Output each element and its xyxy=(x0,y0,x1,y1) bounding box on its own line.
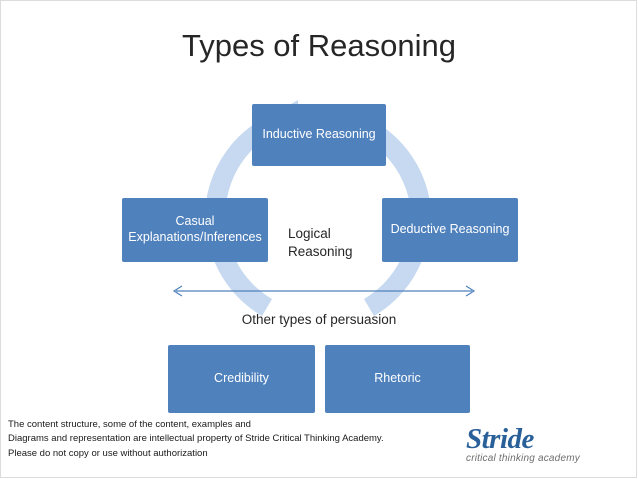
double-headed-arrow xyxy=(172,285,476,297)
copyright-footnote: The content structure, some of the conte… xyxy=(8,418,384,461)
stride-logo: Stride critical thinking academy xyxy=(466,424,628,466)
logo-tagline: critical thinking academy xyxy=(466,453,580,464)
node-credibility[interactable]: Credibility xyxy=(168,345,315,413)
footnote-line-3: Please do not copy or use without author… xyxy=(8,447,208,459)
center-label-logical-reasoning: Logical Reasoning xyxy=(288,226,353,260)
footnote-line-1: The content structure, some of the conte… xyxy=(8,419,251,430)
node-inductive-reasoning[interactable]: Inductive Reasoning xyxy=(252,104,386,166)
page-title: Types of Reasoning xyxy=(181,28,456,63)
node-deductive-reasoning[interactable]: Deductive Reasoning xyxy=(382,198,518,262)
node-casual-label: Casual Explanations/Inferences xyxy=(128,214,262,244)
other-types-label: Other types of persuasion xyxy=(241,312,397,327)
node-rhetoric[interactable]: Rhetoric xyxy=(325,345,470,413)
node-casual-explanations-inferences[interactable]: Casual Explanations/Inferences xyxy=(122,198,268,262)
node-credibility-label: Credibility xyxy=(214,371,269,386)
node-deductive-label: Deductive Reasoning xyxy=(390,222,510,237)
node-rhetoric-label: Rhetoric xyxy=(374,371,421,386)
logo-wordmark: Stride xyxy=(466,423,534,455)
footnote-line-2: Diagrams and representation are intellec… xyxy=(8,433,384,445)
node-inductive-label: Inductive Reasoning xyxy=(262,127,376,142)
